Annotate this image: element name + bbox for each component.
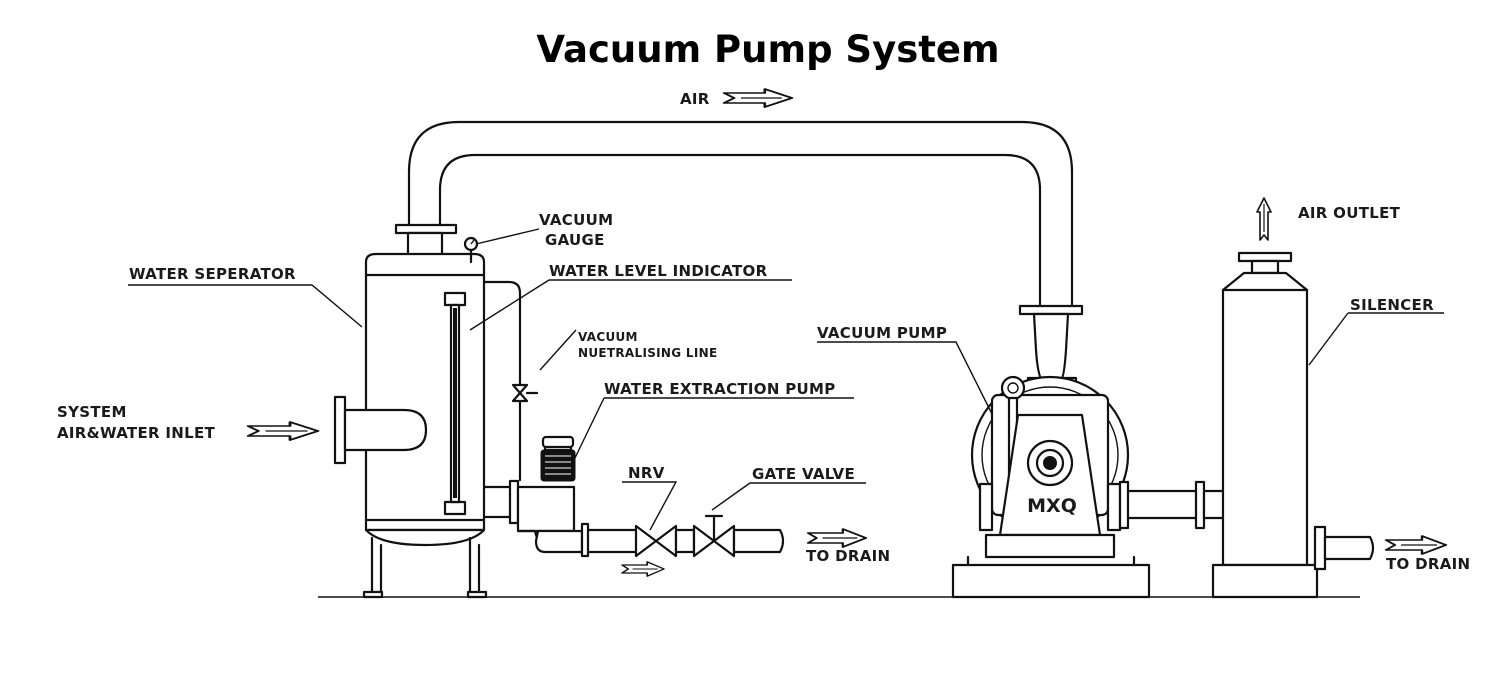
- water-separator-label: WATER SEPERATOR: [129, 265, 296, 283]
- vacuum-gauge-label: GAUGE: [545, 231, 605, 249]
- vacuum-neutralising-label: VACUUM: [578, 330, 638, 344]
- vacuum-gauge-label: VACUUM: [539, 211, 613, 229]
- system-inlet-label: AIR&WATER INLET: [57, 424, 216, 442]
- silencer: [1211, 251, 1319, 599]
- water-level-indicator: [443, 291, 467, 516]
- gate-valve-label: GATE VALVE: [752, 465, 855, 483]
- vacuum-pump-label: VACUUM PUMP: [817, 324, 947, 342]
- nrv-label: NRV: [628, 464, 665, 482]
- air-label: AIR: [680, 90, 710, 108]
- diagram-title: Vacuum Pump System: [536, 28, 999, 71]
- vacuum-neutralising-line: [482, 280, 539, 482]
- water-extraction-pump: [482, 435, 590, 558]
- system-inlet-nozzle: [333, 395, 428, 465]
- air-pipe: [407, 120, 1074, 308]
- drain-pipe-right: [1313, 525, 1375, 571]
- vacuum-pump: MXQ: [951, 304, 1151, 599]
- air-outlet-label: AIR OUTLET: [1298, 204, 1401, 222]
- flow-arrow-icon: [1256, 197, 1272, 241]
- flow-arrow-icon: [722, 87, 794, 109]
- silencer-label: SILENCER: [1350, 296, 1434, 314]
- water-level-indicator-label: WATER LEVEL INDICATOR: [549, 262, 768, 280]
- to-drain-label: TO DRAIN: [1386, 555, 1470, 573]
- flow-arrow-icon: [806, 527, 868, 549]
- system-inlet-label: SYSTEM: [57, 403, 127, 421]
- flow-arrow-icon: [1384, 534, 1448, 556]
- flow-arrow-icon: [621, 560, 665, 578]
- leader-lines: [128, 228, 1444, 531]
- drain-pipe-left: [586, 514, 785, 558]
- pump-marking: MXQ: [1027, 495, 1077, 517]
- vacuum-neutralising-label: NUETRALISING LINE: [578, 346, 717, 360]
- to-drain-label: TO DRAIN: [806, 547, 890, 565]
- flow-arrow-icon: [246, 420, 320, 442]
- water-extraction-pump-label: WATER EXTRACTION PUMP: [604, 380, 836, 398]
